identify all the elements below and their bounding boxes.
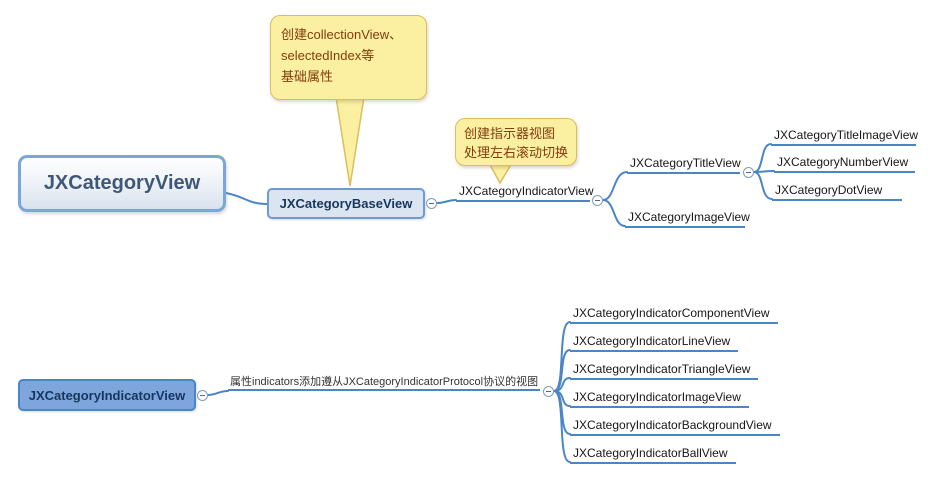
connector: [207, 390, 229, 396]
connector: [602, 171, 628, 201]
topic-indicator-line-view[interactable]: JXCategoryIndicatorLineView: [570, 334, 739, 352]
callout-line: selectedIndex等: [281, 48, 375, 63]
topic-indicator-ball-view[interactable]: JXCategoryIndicatorBallView: [570, 446, 736, 464]
callout-indicator-note[interactable]: 创建指示器视图 处理左右滚动切换: [455, 118, 577, 166]
collapse-icon[interactable]: [592, 195, 603, 206]
collapse-icon[interactable]: [426, 198, 437, 209]
topic-indicator-background-view[interactable]: JXCategoryIndicatorBackgroundView: [570, 418, 780, 436]
topic-title-image-view[interactable]: JXCategoryTitleImageView: [771, 128, 918, 146]
collapse-icon[interactable]: [197, 390, 208, 401]
collapse-icon[interactable]: [543, 386, 554, 397]
connector: [436, 199, 457, 204]
collapse-icon[interactable]: [743, 167, 754, 178]
topic-base-view-label: JXCategoryBaseView: [279, 196, 413, 211]
topic-protocol-note[interactable]: 属性indicators添加遵从JXCategoryIndicatorProto…: [228, 375, 540, 391]
topic-indicator-root-label: JXCategoryIndicatorView: [28, 387, 186, 403]
connector: [753, 171, 773, 200]
callout-line: 处理左右滚动切换: [464, 145, 569, 160]
topic-indicator-image-view[interactable]: JXCategoryIndicatorImageView: [570, 390, 749, 408]
connector: [553, 321, 571, 392]
topic-indicator-root[interactable]: JXCategoryIndicatorView: [18, 379, 196, 411]
topic-indicator-component-view[interactable]: JXCategoryIndicatorComponentView: [570, 306, 778, 324]
topic-base-view[interactable]: JXCategoryBaseView: [267, 188, 425, 219]
callout-line: 基础属性: [281, 69, 334, 84]
callout-line: 创建指示器视图: [464, 126, 556, 141]
topic-image-view[interactable]: JXCategoryImageView: [625, 210, 750, 228]
connector: [753, 143, 772, 173]
topic-number-view[interactable]: JXCategoryNumberView: [774, 155, 915, 173]
callout-line: 创建collectionView、: [281, 27, 403, 42]
connector: [225, 192, 268, 205]
connector: [553, 390, 571, 463]
topic-indicator-view[interactable]: JXCategoryIndicatorView: [456, 184, 594, 202]
topic-dot-view[interactable]: JXCategoryDotView: [772, 183, 902, 201]
root-topic[interactable]: JXCategoryView: [18, 155, 226, 212]
topic-indicator-triangle-view[interactable]: JXCategoryIndicatorTriangleView: [570, 362, 759, 380]
topic-title-view[interactable]: JXCategoryTitleView: [627, 156, 741, 174]
root-topic-label: JXCategoryView: [43, 172, 201, 194]
callout-tail: [335, 96, 365, 187]
callout-base-properties[interactable]: 创建collectionView、 selectedIndex等 基础属性: [270, 15, 427, 100]
callout-tail: [487, 162, 514, 185]
connector: [602, 199, 626, 227]
